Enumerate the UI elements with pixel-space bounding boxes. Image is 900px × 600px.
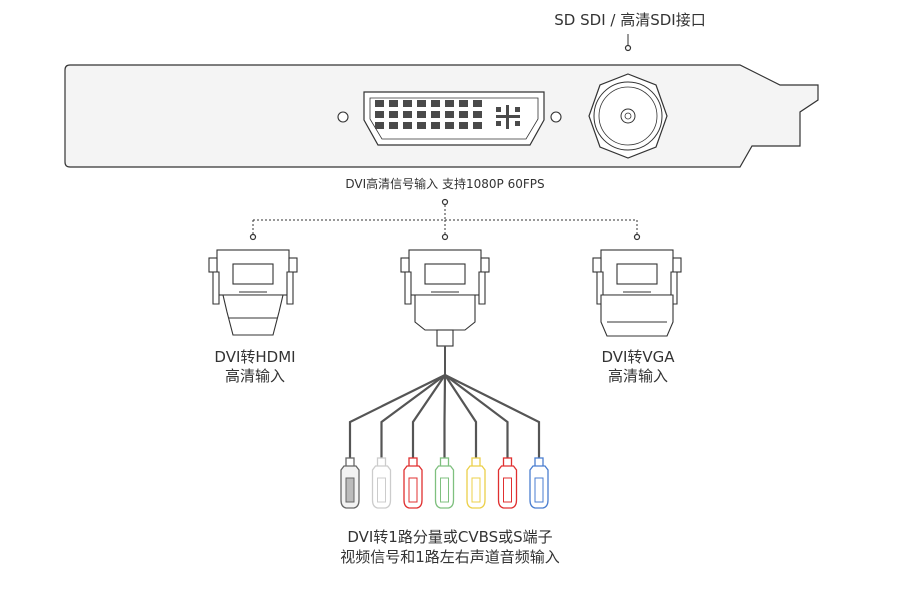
dvi-pin — [375, 111, 384, 118]
rca-plugs — [340, 457, 549, 509]
component-cable-label: DVI转1路分量或CVBS或S端子 视频信号和1路左右声道音频输入 — [285, 527, 615, 567]
vga-adapter-label: DVI转VGA 高清输入 — [563, 348, 713, 386]
dvi-pin — [431, 100, 440, 107]
dvi-pin — [445, 111, 454, 118]
dvi-pin — [473, 122, 482, 129]
dvi-pin — [389, 111, 398, 118]
dvi-pin — [473, 111, 482, 118]
dvi-pin — [459, 122, 468, 129]
dvi-pin — [431, 122, 440, 129]
hdmi-adapter-label: DVI转HDMI 高清输入 — [180, 348, 330, 386]
hdmi-label-line1: DVI转HDMI — [214, 348, 296, 366]
breakout-cables — [348, 374, 541, 458]
rca-plug-red — [497, 457, 518, 509]
rca-plug-white — [371, 457, 392, 509]
dvi-pin — [459, 111, 468, 118]
screw-hole-right — [550, 111, 562, 123]
component-label-line2: 视频信号和1路左右声道音频输入 — [340, 548, 560, 566]
sdi-port-label: SD SDI / 高清SDI接口 — [554, 11, 706, 29]
dvi-pin — [403, 100, 412, 107]
rca-plug-black — [340, 457, 360, 509]
breakout-cable — [348, 374, 446, 458]
dvi-pin — [389, 122, 398, 129]
dvi-pin — [375, 100, 384, 107]
sdi-bnc-port — [588, 73, 668, 159]
rca-plug-yellow — [466, 457, 486, 509]
dvi-pin — [445, 100, 454, 107]
breakout-cable — [444, 374, 478, 458]
component-label-line1: DVI转1路分量或CVBS或S端子 — [347, 528, 553, 546]
breakout-cable — [380, 374, 446, 458]
rca-plug-green — [434, 457, 455, 509]
dvi-pin — [403, 111, 412, 118]
dvi-pin — [389, 100, 398, 107]
dvi-port — [363, 91, 545, 146]
breakout-cable — [444, 374, 509, 458]
dvi-pin — [445, 122, 454, 129]
screw-hole-left — [337, 111, 349, 123]
vga-label-line2: 高清输入 — [607, 367, 668, 385]
breakout-cable — [444, 374, 541, 458]
breakout-cable — [411, 374, 446, 458]
dvi-pin — [459, 100, 468, 107]
dvi-pin — [375, 122, 384, 129]
dvi-pin — [417, 122, 426, 129]
dvi-input-label: DVI高清信号输入 支持1080P 60FPS — [345, 177, 545, 191]
dvi-vga-adapter — [592, 249, 682, 337]
hdmi-label-line2: 高清输入 — [224, 367, 285, 385]
rca-plug-red — [403, 457, 423, 509]
breakout-cable — [443, 374, 447, 458]
dvi-hdmi-adapter — [208, 249, 298, 336]
dvi-pin — [417, 111, 426, 118]
dvi-pin — [403, 122, 412, 129]
dvi-pin — [417, 100, 426, 107]
dvi-breakout-connector — [400, 249, 490, 347]
rca-plug-blue — [529, 457, 549, 509]
dvi-pin — [431, 111, 440, 118]
vga-label-line1: DVI转VGA — [601, 348, 675, 366]
dvi-pin — [473, 100, 482, 107]
